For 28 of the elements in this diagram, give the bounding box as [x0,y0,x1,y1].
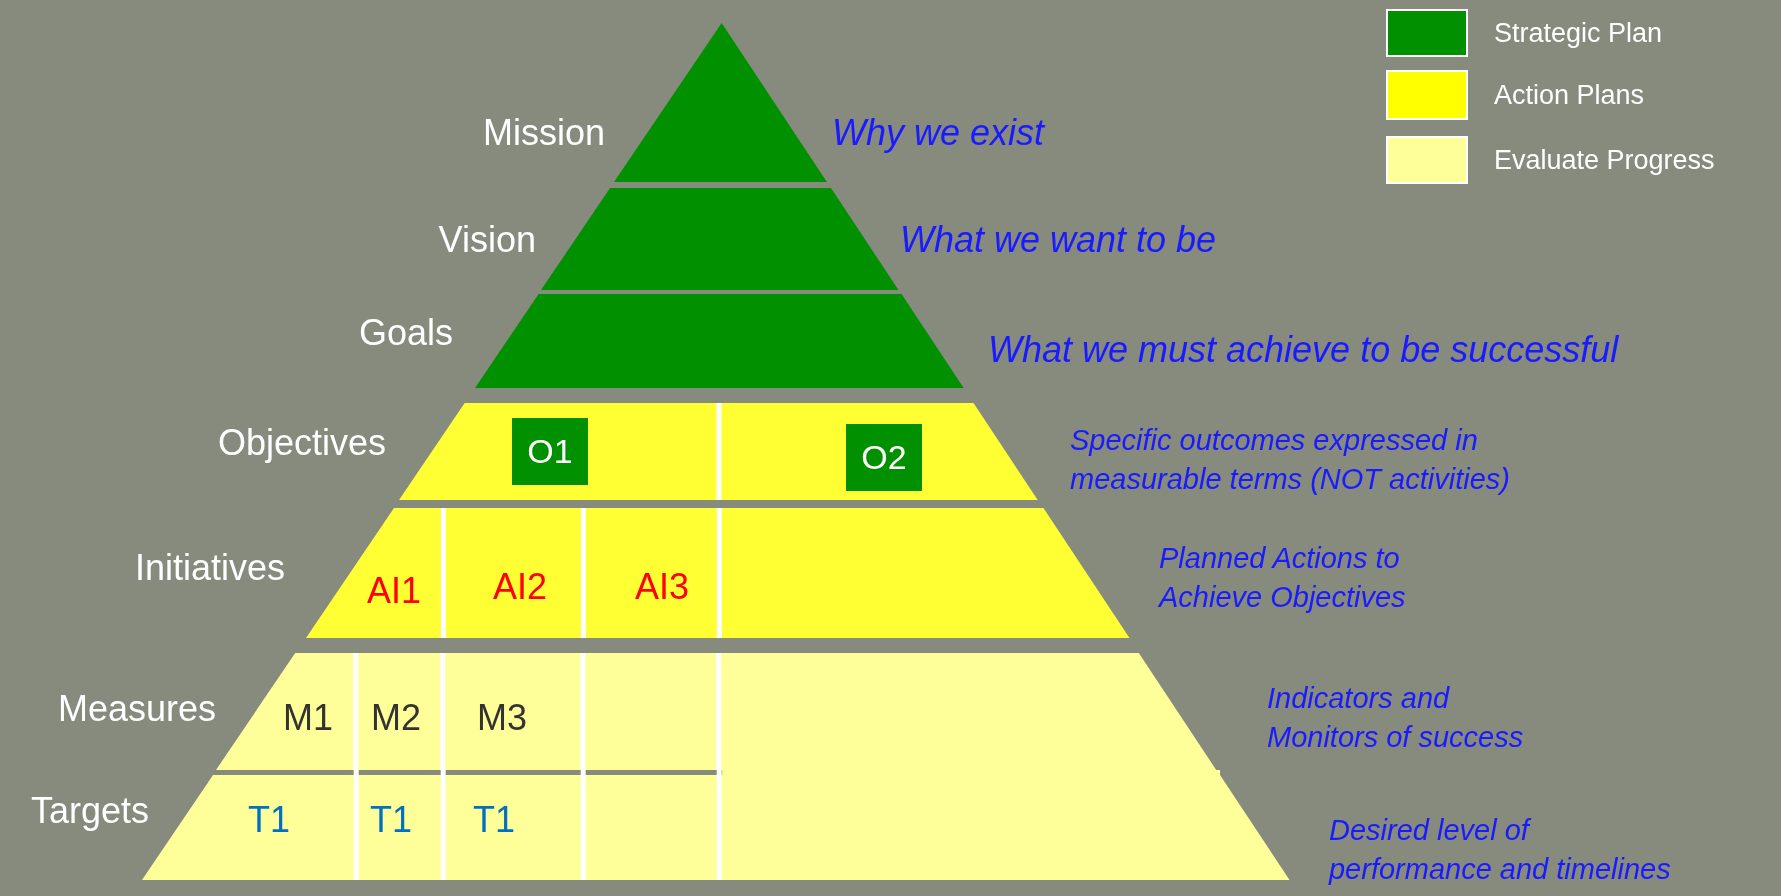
cell-label: AI2 [492,567,547,607]
cell-label: AI1 [366,571,421,611]
tier-label: Initiatives [134,547,285,589]
tier-description: What we must achieve to be successful [988,327,1619,372]
legend-label: Strategic Plan [1494,17,1663,49]
tier-label: Objectives [217,422,386,464]
cell-label: M1 [283,698,333,738]
cell-label: M3 [477,698,527,738]
objective-box: O2 [846,424,922,491]
tier-description: What we want to be [900,217,1217,262]
tier-label: Vision [438,219,536,261]
tier-label: Mission [482,112,605,154]
cell-label: T1 [370,800,412,840]
tier-label: Measures [57,688,216,730]
tier-description: Desired level of performance and timelines [1329,812,1672,887]
tier-description: Indicators and Monitors of success [1267,680,1525,755]
cell-label: AI3 [634,567,689,607]
tier-description: Planned Actions to Achieve Objectives [1159,540,1407,615]
cell-label: T1 [248,800,290,840]
tier-description: Specific outcomes expressed in measurable terms (NOT activities) [1070,422,1511,497]
tier-description: Why we exist [832,110,1045,155]
tier-label: Goals [358,312,453,354]
cell-label: T1 [473,800,515,840]
legend-label: Evaluate Progress [1494,144,1715,176]
legend-label: Action Plans [1494,79,1645,111]
objective-box: O1 [512,418,588,485]
tier-label: Targets [30,790,149,832]
cell-label: M2 [371,698,421,738]
